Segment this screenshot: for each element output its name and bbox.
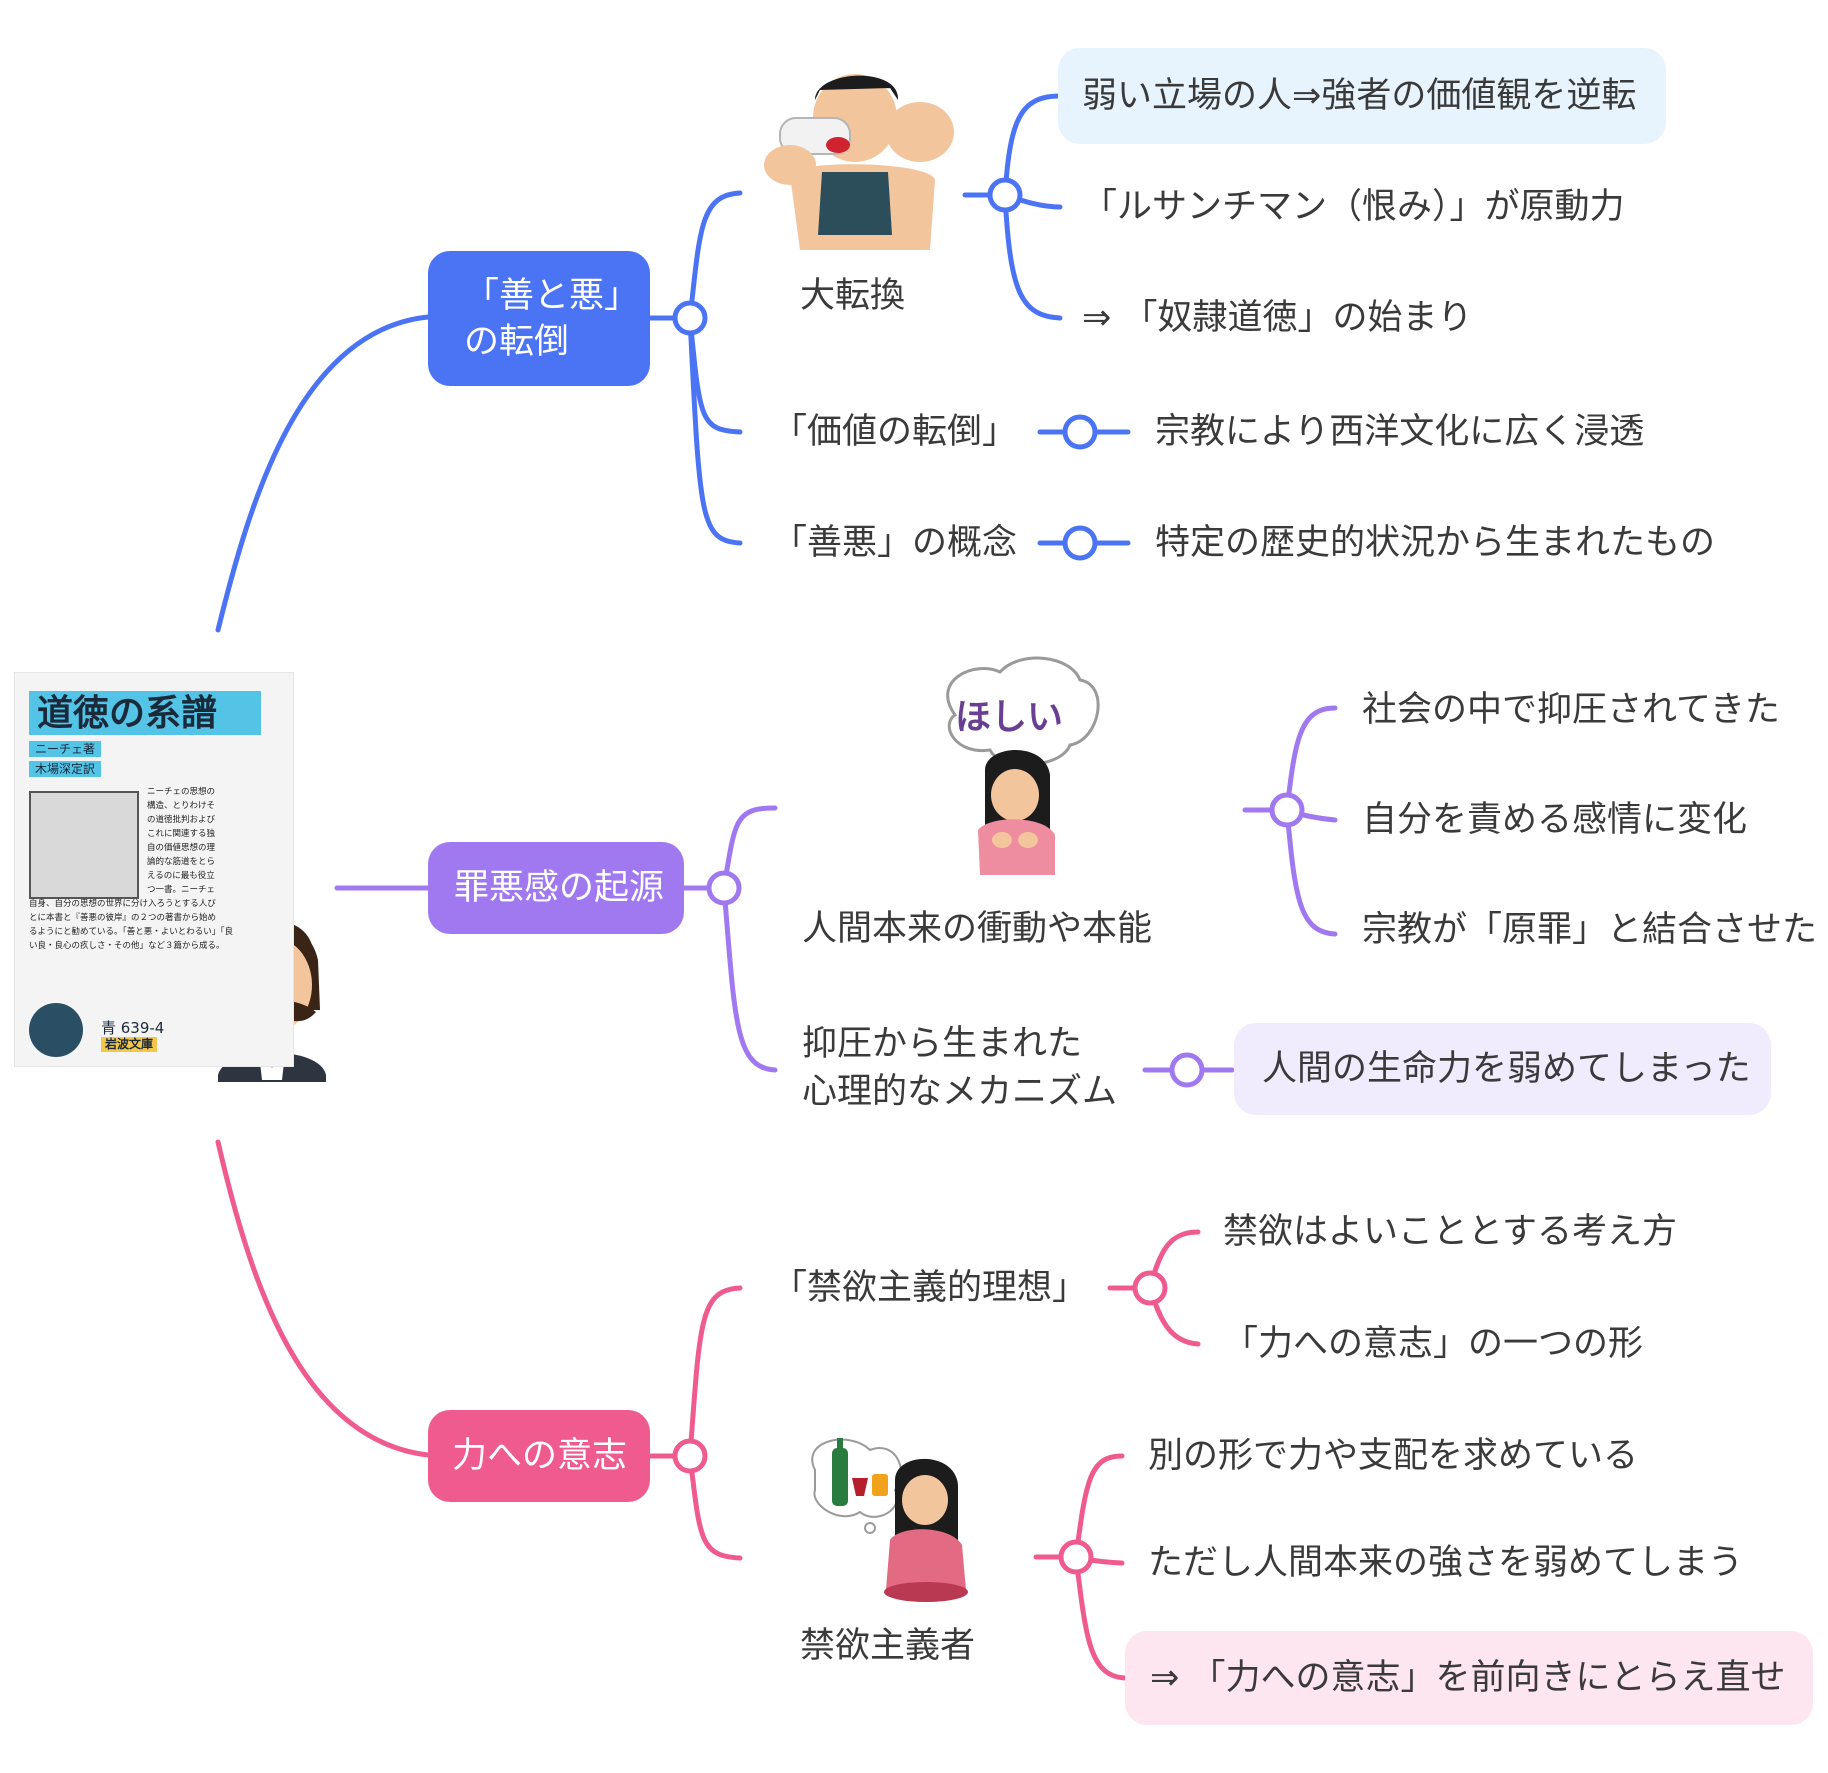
book-blurb-line: い良・良心の疚しさ・その他」など３篇から成る。 bbox=[29, 941, 225, 951]
book-blurb-line: の道徳批判および bbox=[147, 815, 216, 825]
book-blurb-line: これに関連する独 bbox=[147, 829, 216, 839]
ascetic-ideal-point-1[interactable]: 禁欲はよいこととする考え方 bbox=[1223, 1212, 1677, 1252]
reversal-fork-3 bbox=[1002, 192, 1063, 321]
ascetic-fork-3 bbox=[1073, 1554, 1128, 1681]
topic-good-evil[interactable]: 「善と悪」 の転倒 bbox=[428, 251, 650, 386]
value-reversal-point[interactable]: 宗教により西洋文化に広く浸透 bbox=[1155, 412, 1645, 452]
book-blurb-line: 自の価値思想の理 bbox=[147, 843, 216, 853]
good-evil-concept-point[interactable]: 特定の歴史的状況から生まれたもの bbox=[1155, 523, 1716, 563]
instinct-label[interactable]: 人間本来の衝動や本能 bbox=[802, 909, 1153, 949]
ascetic-point-3[interactable]: ⇒ 「力への意志」を前向きにとらえ直せ bbox=[1150, 1658, 1786, 1698]
ascetic-point-highlight bbox=[1125, 1631, 1813, 1725]
reversal-fork-1 bbox=[1002, 93, 1063, 198]
book-blurb-line: つ一書。ニーチェ bbox=[147, 885, 216, 895]
book-title: 道徳の系譜 bbox=[29, 691, 261, 735]
good-evil-fork-1 bbox=[687, 190, 743, 321]
book-author: ニーチェ著 bbox=[29, 741, 102, 757]
good-evil-concept-label[interactable]: 「善悪」の概念 bbox=[772, 523, 1018, 563]
woman-wanting-icon bbox=[946, 656, 1100, 875]
reversal-point-2[interactable]: 「ルサンチマン（恨み）」が原動力 bbox=[1082, 187, 1625, 227]
ascetic-fork-1 bbox=[1073, 1453, 1125, 1560]
ascetic-ideal-point-2[interactable]: 「力への意志」の一つの形 bbox=[1223, 1324, 1644, 1364]
book-blurb: ニーチェの思想の 構造、とりわけそ の道徳批判および これに関連する独 自の価値… bbox=[29, 785, 269, 953]
value-reversal-junction bbox=[1062, 414, 1098, 450]
reversal-point-highlight bbox=[1058, 48, 1666, 144]
ascetic-label[interactable]: 禁欲主義者 bbox=[800, 1626, 976, 1666]
mechanism-label[interactable]: 抑圧から生まれた 心理的なメカニズム bbox=[802, 1020, 1117, 1116]
wanting-bubble-text: ほしい bbox=[955, 697, 1064, 738]
book-cover-pattern bbox=[29, 791, 139, 899]
book-blurb-line: えるのに最も役立 bbox=[147, 871, 215, 881]
concept-junction bbox=[1062, 525, 1098, 561]
topic-good-evil-line: の転倒 bbox=[464, 321, 570, 362]
great-reversal-label[interactable]: 大転換 bbox=[800, 276, 906, 316]
will-junction bbox=[672, 1438, 708, 1474]
book-blurb-line: ニーチェの思想の bbox=[147, 787, 216, 797]
value-reversal-label[interactable]: 「価値の転倒」 bbox=[772, 412, 1018, 452]
publisher-logo-icon bbox=[29, 1003, 83, 1057]
topic-good-evil-line: 「善と悪」 bbox=[464, 275, 640, 316]
guilt-junction bbox=[706, 870, 742, 906]
muscle-man-drinking-icon bbox=[764, 74, 954, 250]
guilt-fork-1 bbox=[721, 805, 778, 891]
ascetic-point-2[interactable]: ただし人間本来の強さを弱めてしまう bbox=[1148, 1543, 1744, 1583]
reversal-point-1[interactable]: 弱い立場の人⇒強者の価値観を逆転 bbox=[1082, 76, 1637, 116]
topic-guilt[interactable]: 罪悪感の起源 bbox=[428, 842, 684, 934]
woman-resisting-alcohol-icon bbox=[811, 1438, 968, 1602]
book-blurb-line: るようにと勧めている。「善と悪・よいとわるい」「良 bbox=[29, 927, 234, 937]
book-blurb-line: 構造、とりわけそ bbox=[147, 801, 216, 811]
topic-will-to-power[interactable]: 力への意志 bbox=[428, 1410, 650, 1502]
book-code: 青 639-4 bbox=[101, 1019, 165, 1037]
instinct-point-1[interactable]: 社会の中で抑圧されてきた bbox=[1362, 690, 1780, 730]
instinct-fork-3 bbox=[1284, 807, 1338, 937]
reversal-junction bbox=[987, 177, 1023, 213]
ascetic-junction bbox=[1058, 1539, 1094, 1575]
book-publisher: 岩波文庫 bbox=[101, 1037, 158, 1052]
topic-will-to-power-label: 力への意志 bbox=[452, 1436, 628, 1476]
will-fork-1 bbox=[687, 1285, 743, 1459]
ascetic-point-1[interactable]: 別の形で力や支配を求めている bbox=[1148, 1436, 1639, 1476]
mechanism-point[interactable]: 人間の生命力を弱めてしまった bbox=[1262, 1049, 1751, 1089]
mechanism-point-highlight bbox=[1234, 1023, 1771, 1115]
ascetic-ideal-label[interactable]: 「禁欲主義的理想」 bbox=[772, 1268, 1088, 1308]
guilt-fork-2 bbox=[721, 885, 778, 1073]
good-evil-fork-3 bbox=[687, 315, 743, 546]
instinct-point-3[interactable]: 宗教が「原罪」と結合させた bbox=[1362, 910, 1818, 950]
instinct-fork-1 bbox=[1284, 705, 1338, 813]
will-fork-2 bbox=[687, 1453, 743, 1561]
book-blurb-line: とに本書と『善悪の彼岸』の２つの著書から始め bbox=[29, 913, 217, 923]
ascetic-ideal-junction bbox=[1132, 1270, 1168, 1306]
good-evil-junction bbox=[672, 300, 708, 336]
instinct-point-2[interactable]: 自分を責める感情に変化 bbox=[1362, 800, 1748, 840]
topic-guilt-label: 罪悪感の起源 bbox=[454, 868, 665, 908]
root-to-good-evil-line bbox=[215, 314, 431, 633]
mechanism-label-line: 心理的なメカニズム bbox=[802, 1072, 1118, 1112]
book-cover: 道徳の系譜 ニーチェ著 木場深定訳 ニーチェの思想の 構造、とりわけそ の道徳批… bbox=[14, 672, 294, 1067]
reversal-point-3[interactable]: ⇒ 「奴隷道徳」の始まり bbox=[1082, 298, 1473, 338]
mechanism-junction bbox=[1169, 1052, 1205, 1088]
instinct-junction bbox=[1269, 792, 1305, 828]
book-blurb-line: 自身、自分の思想の世界に分け入ろうとする人び bbox=[29, 899, 216, 909]
book-blurb-line: 論的な筋道をとら bbox=[147, 857, 216, 867]
book-translator: 木場深定訳 bbox=[29, 761, 102, 777]
root-to-will-line bbox=[215, 1139, 431, 1458]
mechanism-label-line: 抑圧から生まれた bbox=[802, 1024, 1083, 1064]
